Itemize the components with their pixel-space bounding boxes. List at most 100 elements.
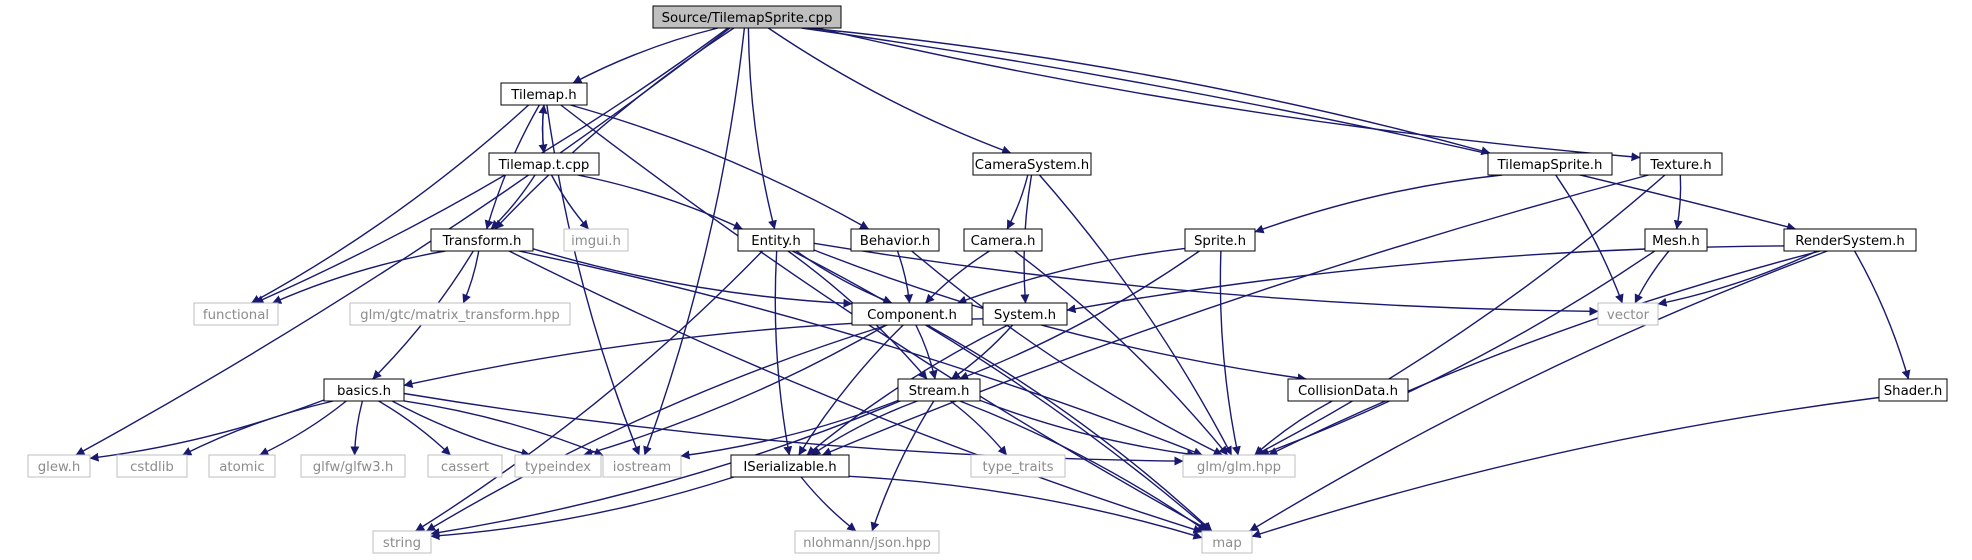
node-label: Shader.h <box>1884 384 1943 399</box>
node-label: Sprite.h <box>1194 234 1246 249</box>
node-stream-h[interactable]: Stream.h <box>897 378 981 402</box>
edge-root-to-texture_h <box>816 27 1641 162</box>
node-box <box>850 228 940 252</box>
edge-component_h-to-iserializable_h <box>798 324 904 456</box>
edge-stream_h-to-json_hpp <box>870 400 935 532</box>
node-box <box>427 454 503 478</box>
node-label: nlohmann/json.hpp <box>803 536 931 551</box>
node-camerasystem-h[interactable]: CameraSystem.h <box>972 152 1092 176</box>
node-label: iostream <box>613 460 671 475</box>
node-string: string <box>372 530 432 554</box>
edge-sprite_h-to-stream_h <box>959 250 1200 381</box>
node-box <box>1201 530 1253 554</box>
edge-tilemap_t-to-imgui_h <box>550 174 590 230</box>
edge-root-to-transform_h <box>494 27 735 230</box>
edge-behavior_h-to-glm_hpp <box>911 250 1223 456</box>
node-root[interactable]: Source/TilemapSprite.cpp <box>652 5 842 29</box>
edge-basics_h-to-atomic <box>259 400 347 456</box>
node-box <box>1878 378 1948 402</box>
node-texture-h[interactable]: Texture.h <box>1639 152 1723 176</box>
node-sprite-h[interactable]: Sprite.h <box>1184 228 1256 252</box>
node-system-h[interactable]: System.h <box>982 302 1068 326</box>
edge-stream_h-to-iserializable_h <box>811 400 918 456</box>
node-label: functional <box>203 308 269 323</box>
node-collisiondata-h[interactable]: CollisionData.h <box>1287 378 1409 402</box>
node-iserializable-h[interactable]: ISerializable.h <box>730 454 850 478</box>
edge-camerasystem_h-to-glm_hpp <box>1038 174 1233 456</box>
edge-camera_h-to-component_h <box>924 250 990 304</box>
node-label: Mesh.h <box>1652 234 1700 249</box>
edge-transform_h-to-glm_mt <box>462 250 480 304</box>
node-label: glm/glm.hpp <box>1197 460 1281 475</box>
edge-iserializable_h-to-string <box>430 476 735 541</box>
edge-basics_h-to-glew_h <box>89 399 325 462</box>
edge-root-to-camerasystem_h <box>767 27 1012 155</box>
node-entity-h[interactable]: Entity.h <box>737 228 815 252</box>
node-box <box>430 228 534 252</box>
edge-tilemap_t-to-tilemap_h <box>538 104 548 154</box>
node-shader-h[interactable]: Shader.h <box>1878 378 1948 402</box>
node-cassert: cassert <box>427 454 503 478</box>
edge-basics_h-to-cstdlib <box>182 400 334 456</box>
edge-basics_h-to-glfw3_h <box>350 400 364 456</box>
node-typeindex: typeindex <box>514 454 602 478</box>
edge-tilemapsprite_h-to-vector <box>1555 174 1624 304</box>
edge-stream_h-to-map <box>959 400 1207 532</box>
node-tilemap-h[interactable]: Tilemap.h <box>500 82 588 106</box>
node-json-hpp: nlohmann/json.hpp <box>794 530 940 554</box>
node-box <box>488 152 600 176</box>
node-box <box>1639 152 1723 176</box>
node-label: cassert <box>441 460 489 475</box>
node-box <box>1182 454 1296 478</box>
node-vector: vector <box>1597 302 1659 326</box>
edge-tilemap_h-to-behavior_h <box>570 104 869 230</box>
node-tilemap-t[interactable]: Tilemap.t.cpp <box>488 152 600 176</box>
node-box <box>193 302 279 326</box>
node-label: map <box>1212 536 1242 551</box>
node-rendersystem-h[interactable]: RenderSystem.h <box>1783 228 1917 252</box>
edge-tilemapsprite_h-to-sprite_h <box>1254 174 1503 234</box>
node-box <box>1597 302 1659 326</box>
node-label: atomic <box>219 460 264 475</box>
edge-root-to-tilemap_h <box>572 27 719 84</box>
node-mesh-h[interactable]: Mesh.h <box>1644 228 1708 252</box>
node-label: Entity.h <box>751 234 801 249</box>
node-label: RenderSystem.h <box>1795 234 1905 249</box>
edge-collisiondata_h-to-glm_hpp <box>1254 400 1333 456</box>
edge-texture_h-to-iserializable_h <box>822 174 1649 456</box>
edge-texture_h-to-glm_hpp <box>1254 174 1666 456</box>
edge-entity_h-to-string <box>415 250 763 532</box>
node-box <box>1287 378 1409 402</box>
node-box <box>730 454 850 478</box>
node-label: Texture.h <box>1649 158 1711 173</box>
edge-system_h-to-stream_h <box>951 324 1014 380</box>
node-box <box>982 302 1068 326</box>
node-label: System.h <box>994 308 1056 323</box>
node-box <box>349 302 571 326</box>
edge-tilemap_t-to-transform_h <box>490 174 536 230</box>
edge-basics_h-to-iostream <box>403 400 604 457</box>
node-label: Source/TilemapSprite.cpp <box>662 11 833 26</box>
node-camera-h[interactable]: Camera.h <box>963 228 1043 252</box>
edge-basics_h-to-cassert <box>378 400 451 456</box>
node-basics-h[interactable]: basics.h <box>323 378 405 402</box>
edge-transform_h-to-map <box>508 250 1203 534</box>
nodes-layer: Source/TilemapSprite.cppTilemap.hTilemap… <box>27 5 1948 554</box>
node-behavior-h[interactable]: Behavior.h <box>850 228 940 252</box>
node-transform-h[interactable]: Transform.h <box>430 228 534 252</box>
edge-iserializable_h-to-map <box>848 475 1203 540</box>
node-box <box>1644 228 1708 252</box>
node-functional: functional <box>193 302 279 326</box>
edge-mesh_h-to-glm_hpp <box>1259 250 1656 457</box>
node-component-h[interactable]: Component.h <box>851 302 973 326</box>
node-box <box>897 378 981 402</box>
node-box <box>116 454 188 478</box>
edge-sprite_h-to-glm_hpp <box>1219 250 1241 456</box>
edge-rendersystem_h-to-map <box>1249 250 1828 532</box>
edge-stream_h-to-string <box>430 400 901 537</box>
node-label: Tilemap.h <box>510 88 576 103</box>
edge-transform_h-to-functional <box>272 250 446 304</box>
edge-root-to-rendersystem_h <box>801 27 1797 232</box>
edge-rendersystem_h-to-glm_hpp <box>1268 250 1821 456</box>
node-tilemapsprite-h[interactable]: TilemapSprite.h <box>1487 152 1613 176</box>
